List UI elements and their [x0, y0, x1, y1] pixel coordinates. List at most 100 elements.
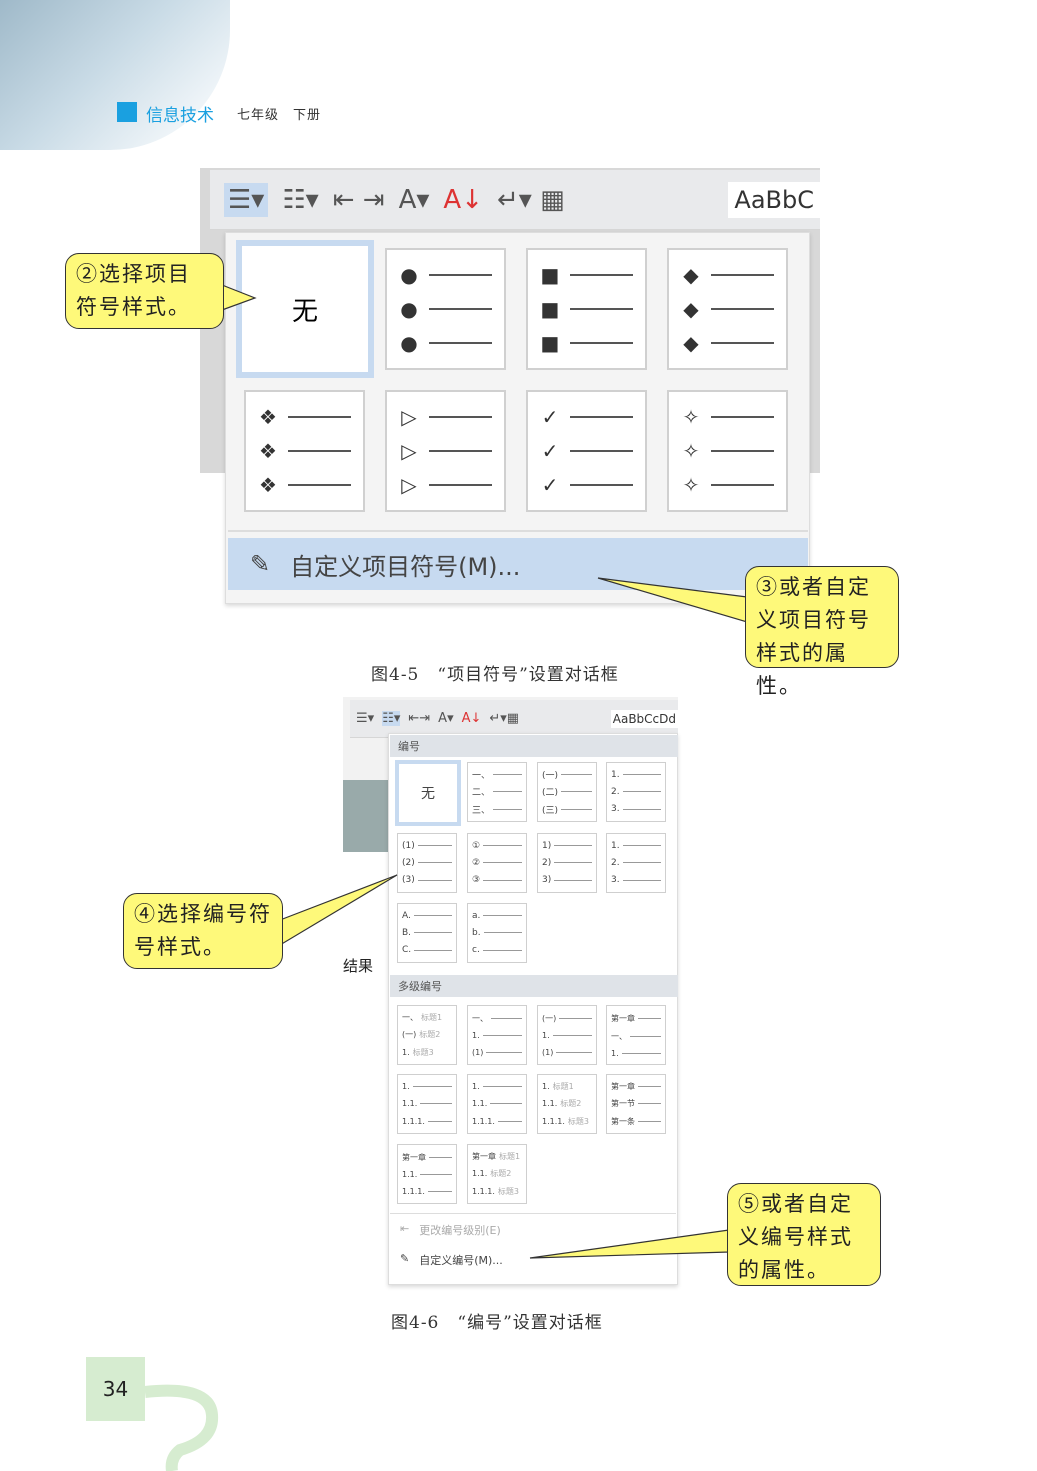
numbered-list-button[interactable]: ☷▾	[282, 184, 319, 215]
line	[482, 1086, 522, 1088]
bullet-list-button[interactable]: ☰▾	[356, 711, 375, 726]
number-label: ②	[472, 857, 481, 868]
bullet-list-button[interactable]: ☰▾	[224, 182, 269, 217]
number-label: (1)	[402, 840, 415, 851]
bullet-style-option[interactable]: ✧✧✧	[667, 390, 788, 512]
numbering-style-option[interactable]: (1)(2)(3)	[397, 833, 457, 893]
line	[288, 484, 351, 486]
level-label: 1.	[611, 1048, 619, 1058]
pencil-icon: ✎	[400, 1252, 410, 1265]
line	[483, 879, 522, 881]
line	[482, 1035, 522, 1037]
custom-bullet-menu-item[interactable]: ✎ 自定义项目符号(M)...	[228, 538, 808, 590]
bullet-style-option[interactable]: ✓✓✓	[526, 390, 647, 512]
level-label: 一、	[611, 1031, 627, 1041]
line	[561, 774, 592, 776]
level-label: 1.1.1.	[542, 1116, 565, 1126]
numbering-style-option[interactable]: 一、二、三、	[467, 762, 527, 822]
number-label: (一)	[542, 771, 559, 782]
bullet-style-option[interactable]: ❖❖❖	[244, 390, 365, 512]
line	[711, 342, 774, 344]
multilevel-style-option[interactable]: 1.1.1.1.1.1.	[397, 1074, 457, 1134]
numbering-style-option[interactable]: A.B.C.	[397, 903, 457, 963]
line	[570, 342, 633, 344]
line	[622, 774, 661, 776]
numbering-style-option[interactable]: 1.2.3.	[606, 762, 666, 822]
paragraph-button[interactable]: ↵▾▦	[489, 711, 520, 726]
numbering-style-option[interactable]: a.b.c.	[467, 903, 527, 963]
style-preview[interactable]: AaBbC	[728, 181, 820, 218]
level-label: 1.1.	[472, 1169, 488, 1179]
bullet-none-option[interactable]: 无	[236, 240, 374, 378]
level-label: (一)	[402, 1030, 417, 1040]
line	[561, 808, 592, 810]
level-label: 1.1.	[402, 1170, 418, 1180]
font-size-button[interactable]: A▾	[398, 184, 430, 215]
callout-select-numbering: ④选择编号符号样式。	[123, 893, 283, 969]
level-label: 1.1.	[472, 1099, 488, 1109]
multilevel-style-option[interactable]: 第一章第一节第一条	[606, 1074, 666, 1134]
line	[570, 416, 633, 418]
line	[570, 274, 633, 276]
level-label: 1.	[542, 1031, 550, 1041]
number-label: (三)	[542, 805, 559, 816]
level-label: 1.	[472, 1082, 480, 1092]
line	[554, 862, 592, 864]
bullet-glyph: ◆	[683, 331, 699, 355]
line	[638, 1017, 661, 1019]
numbered-list-button[interactable]: ☷▾	[382, 711, 401, 726]
numbering-none-option[interactable]: 无	[395, 760, 461, 826]
section-multilevel: 多级编号	[390, 975, 678, 997]
number-label: 2)	[542, 857, 552, 868]
numbering-style-option[interactable]: 1.2.3.	[606, 833, 666, 893]
line	[621, 1052, 661, 1054]
sort-button[interactable]: A↓	[443, 184, 483, 215]
line	[429, 450, 492, 452]
numbering-style-option[interactable]: (一)(二)(三)	[537, 762, 597, 822]
paragraph-button[interactable]: ↵▾ ▦	[496, 184, 565, 215]
custom-numbering-menu-item[interactable]: ✎自定义编号(M)...	[400, 1252, 503, 1268]
level-label: 1.1.1.	[402, 1187, 425, 1197]
line	[554, 845, 592, 847]
numbering-style-option[interactable]: 1)2)3)	[537, 833, 597, 893]
font-size-button[interactable]: A▾	[438, 711, 454, 726]
bullet-style-option[interactable]: ▷▷▷	[385, 390, 506, 512]
line	[493, 774, 522, 776]
line	[570, 484, 633, 486]
level-label: 1.1.1.	[472, 1186, 495, 1196]
sort-button[interactable]: A↓	[461, 711, 482, 726]
multilevel-style-option[interactable]: (一)1.(1)	[537, 1005, 597, 1065]
number-label: (2)	[402, 857, 415, 868]
multilevel-style-option[interactable]: 1.1.1.1.1.1.	[467, 1074, 527, 1134]
bullet-style-option[interactable]: ●●●	[385, 248, 506, 370]
doc-side-text: 结果	[343, 957, 374, 975]
multilevel-style-option[interactable]: 第一章一、1.	[606, 1005, 666, 1065]
line	[429, 1156, 452, 1158]
line	[552, 1035, 592, 1037]
change-level-menu-item[interactable]: ⇤更改编号级别(E)	[400, 1222, 501, 1238]
line	[630, 1035, 661, 1037]
bullet-style-option[interactable]: ■■■	[526, 248, 647, 370]
bullet-glyph: ✧	[682, 439, 700, 463]
indent-buttons[interactable]: ⇤⇥	[408, 711, 431, 726]
callout-custom-bullet: ③或者自定义项目符号样式的属性。	[745, 566, 899, 698]
multilevel-style-option[interactable]: 一、1.(1)	[467, 1005, 527, 1065]
style-preview[interactable]: AaBbCcDd	[610, 709, 678, 728]
divider	[228, 530, 808, 532]
bullet-glyph: ■	[540, 263, 560, 287]
bullet-style-option[interactable]: ◆◆◆	[667, 248, 788, 370]
line	[711, 484, 774, 486]
bullet-glyph: ▷	[401, 473, 417, 497]
bullet-glyph: ▷	[401, 439, 417, 463]
line	[483, 915, 522, 917]
page-decoration	[144, 1384, 219, 1471]
line	[561, 791, 592, 793]
number-label: a.	[472, 910, 481, 921]
bullet-glyph: ❖	[259, 439, 277, 463]
indent-buttons[interactable]: ⇤ ⇥	[332, 184, 385, 215]
